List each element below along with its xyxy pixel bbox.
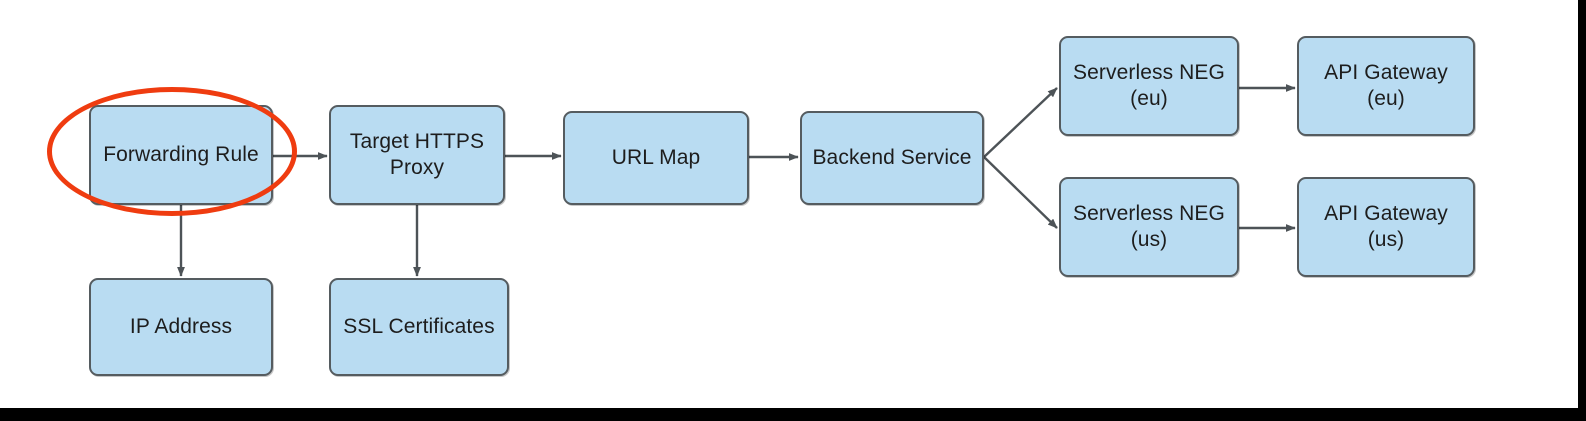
node-backend-service[interactable]: Backend Service <box>800 111 984 205</box>
node-url-map[interactable]: URL Map <box>563 111 749 205</box>
node-serverless-neg-us-label: Serverless NEG (us) <box>1073 201 1225 251</box>
node-api-gateway-eu-label: API Gateway (eu) <box>1324 60 1448 110</box>
node-forwarding-rule[interactable]: Forwarding Rule <box>89 105 273 205</box>
node-backend-service-label: Backend Service <box>812 145 972 169</box>
node-serverless-neg-eu-label: Serverless NEG (eu) <box>1073 60 1225 110</box>
edge-backend-to-neg-eu <box>983 87 1058 158</box>
viewport-frame-bottom <box>0 408 1586 421</box>
node-url-map-label: URL Map <box>611 145 701 169</box>
node-api-gateway-us[interactable]: API Gateway (us) <box>1297 177 1475 277</box>
node-serverless-neg-us[interactable]: Serverless NEG (us) <box>1059 177 1239 277</box>
node-ssl-certificates[interactable]: SSL Certificates <box>329 278 509 376</box>
edge-backend-to-neg-us <box>983 156 1058 229</box>
viewport-frame-right <box>1578 0 1586 421</box>
node-target-https-proxy-label: Target HTTPS Proxy <box>349 129 485 179</box>
node-ssl-certificates-label: SSL Certificates <box>343 314 495 338</box>
node-serverless-neg-eu[interactable]: Serverless NEG (eu) <box>1059 36 1239 136</box>
node-forwarding-rule-label: Forwarding Rule <box>103 142 259 166</box>
node-target-https-proxy[interactable]: Target HTTPS Proxy <box>329 105 505 205</box>
node-ip-address-label: IP Address <box>129 314 233 338</box>
node-api-gateway-eu[interactable]: API Gateway (eu) <box>1297 36 1475 136</box>
node-api-gateway-us-label: API Gateway (us) <box>1324 201 1448 251</box>
node-ip-address[interactable]: IP Address <box>89 278 273 376</box>
